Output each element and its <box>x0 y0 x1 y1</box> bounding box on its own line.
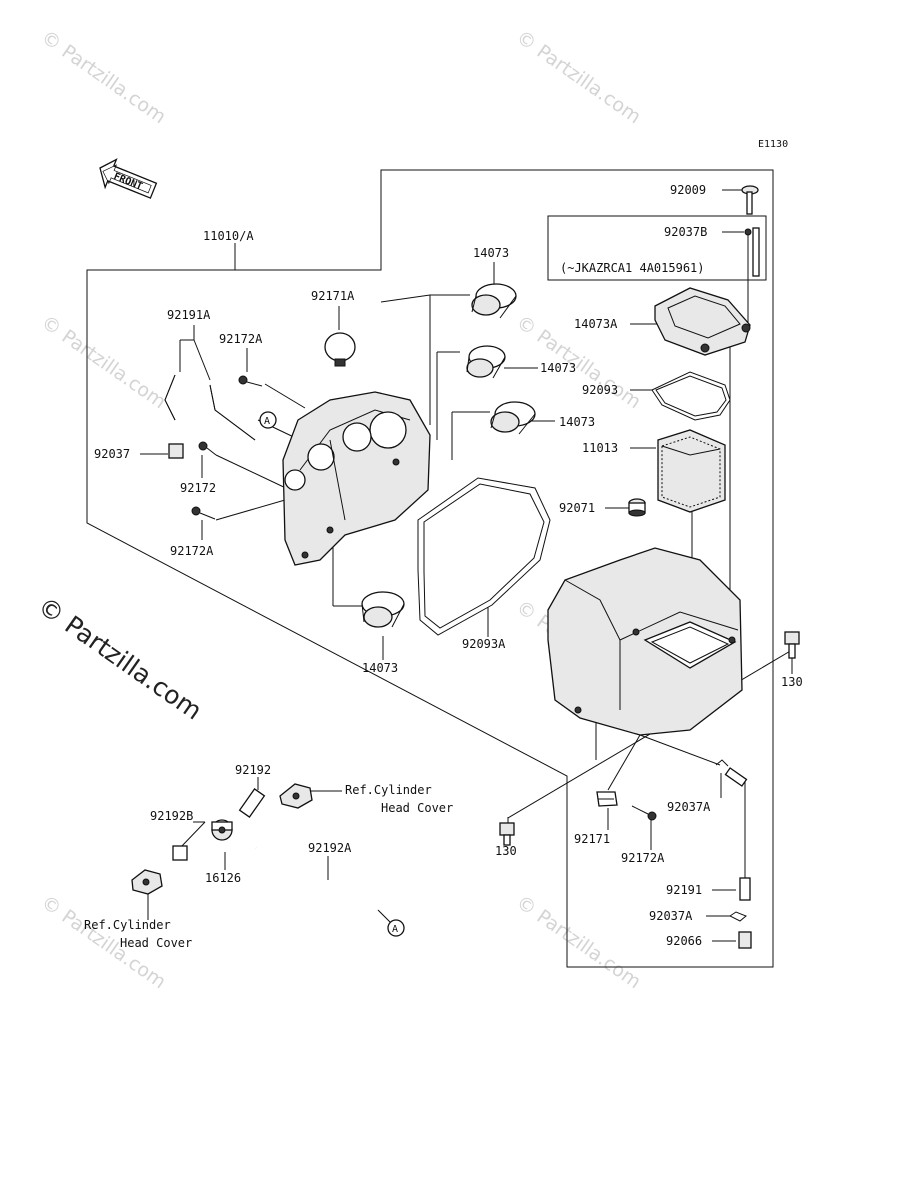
clamp-92171a-icon <box>324 332 356 367</box>
ref-cylinder-head-cover-label: Ref.Cylinder <box>84 918 171 932</box>
clip-92037a-icon <box>715 759 729 767</box>
callout-92009: 92009 <box>670 183 706 197</box>
watermark: © Partzilla.com <box>512 26 645 128</box>
callout-14073: 14073 <box>362 661 398 675</box>
callout-92192: 92192 <box>235 763 271 777</box>
cylinder-head-cover-fitting-left-icon <box>131 869 163 895</box>
ref-cylinder-head-cover-label: Head Cover <box>120 936 192 950</box>
duct-14073-top-icon <box>471 283 517 319</box>
bolt-92172a-lower-icon <box>191 506 216 520</box>
callout-92172a: 92172A <box>170 544 214 558</box>
callout-92172a: 92172A <box>621 851 665 865</box>
watermark-main: © Partzilla.com <box>33 591 208 725</box>
assembly-frame <box>86 169 774 968</box>
diagram-code: E1130 <box>758 139 788 150</box>
callout-92191: 92191 <box>666 883 702 897</box>
callout-92066: 92066 <box>666 934 702 948</box>
callout-130: 130 <box>781 675 803 689</box>
callout-14073: 14073 <box>559 415 595 429</box>
callout-14073: 14073 <box>473 246 509 260</box>
watermark: © Partzilla.com <box>512 891 645 993</box>
callout-14073: 14073 <box>540 361 576 375</box>
callout-130: 130 <box>495 844 517 858</box>
applicability-box <box>547 215 767 281</box>
cover-14073a-icon <box>654 287 751 356</box>
valve-16126-icon <box>211 819 233 841</box>
fitting-92192b-icon <box>172 845 188 861</box>
clip-92037a-lower-icon <box>729 911 747 922</box>
callout-92171: 92171 <box>574 832 610 846</box>
ref-marker-a-lower-icon: A <box>387 919 405 937</box>
ref-marker-a-icon: A <box>259 411 277 429</box>
applicability-note: (~JKAZRCA1 4A015961) <box>560 261 705 275</box>
callout-92037a: 92037A <box>667 800 711 814</box>
grommet-92071-icon <box>628 498 646 517</box>
ref-cylinder-head-cover-label: Head Cover <box>381 801 453 815</box>
callout-92037a: 92037A <box>649 909 693 923</box>
air-box-lower-icon <box>547 547 743 736</box>
callout-labels: 11010/A 92009 92037B (~JKAZRCA1 4A015961… <box>84 183 803 950</box>
bolt-92172a-bottom-icon <box>631 805 657 821</box>
bolt-130-right-icon <box>784 631 800 659</box>
air-filter-element-11013-icon <box>657 429 726 513</box>
svg-text:A: A <box>264 416 270 427</box>
callout-92037b: 92037B <box>664 225 707 239</box>
callout-92191a: 92191A <box>167 308 211 322</box>
tube-92192-icon <box>238 788 266 818</box>
clip-92037b-icon <box>744 227 760 277</box>
callout-92071: 92071 <box>559 501 595 515</box>
hose-92191-icon <box>724 767 751 901</box>
watermark: © Partzilla.com <box>37 311 170 413</box>
gasket-92093-icon <box>651 371 731 421</box>
callout-92037: 92037 <box>94 447 130 461</box>
callout-14073a: 14073A <box>574 317 618 331</box>
clamp-92171-icon <box>596 791 618 807</box>
front-arrow-icon: FRONT <box>99 158 158 199</box>
callout-11010-a: 11010/A <box>203 229 254 243</box>
svg-text:A: A <box>392 924 398 935</box>
bolt-92009-icon <box>741 185 759 215</box>
cylinder-head-cover-fitting-right-icon <box>279 783 313 809</box>
callout-92172a: 92172A <box>219 332 263 346</box>
callout-92171a: 92171A <box>311 289 355 303</box>
gasket-92093a-icon <box>417 477 551 636</box>
callout-11013: 11013 <box>582 441 618 455</box>
callout-16126: 16126 <box>205 871 241 885</box>
callout-92192b: 92192B <box>150 809 193 823</box>
plug-92066-icon <box>738 931 752 949</box>
bolt-92172a-icon <box>238 375 263 387</box>
hose-92191a-icon <box>164 374 256 441</box>
bolt-130-left-icon <box>499 822 515 846</box>
ref-cylinder-head-cover-label: Ref.Cylinder <box>345 783 432 797</box>
duct-14073-mid-icon <box>466 345 506 379</box>
watermark: © Partzilla.com <box>37 26 170 128</box>
callout-92093: 92093 <box>582 383 618 397</box>
callout-92093a: 92093A <box>462 637 506 651</box>
callout-92192a: 92192A <box>308 841 352 855</box>
leader-lines <box>140 189 793 942</box>
callout-92172: 92172 <box>180 481 216 495</box>
duct-14073-right-icon <box>490 401 536 435</box>
air-box-upper-icon <box>282 391 431 566</box>
hose-92192a-icon <box>254 844 379 914</box>
clip-92037-icon <box>168 443 184 459</box>
bolt-92172-icon <box>198 441 217 456</box>
duct-14073-bottom-icon <box>361 591 405 628</box>
